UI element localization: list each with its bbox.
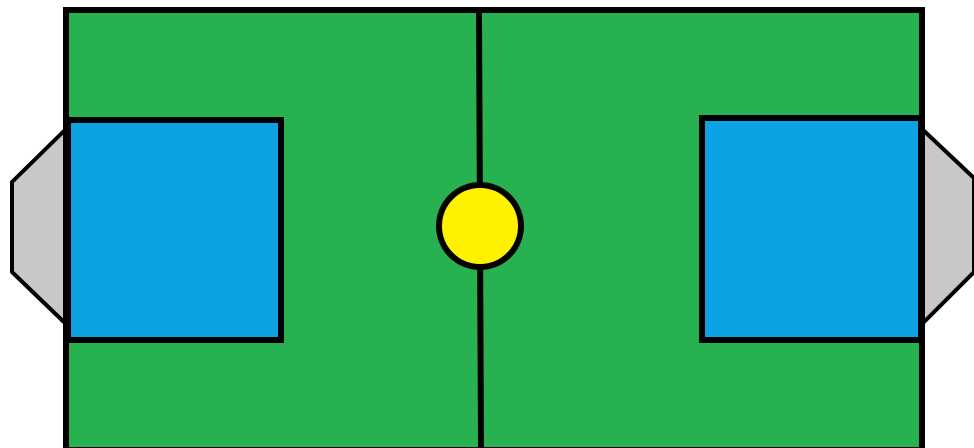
right-goal [922,129,974,324]
ball-icon[interactable] [439,185,521,267]
left-goal [12,129,66,324]
right-penalty-box [702,118,921,340]
left-penalty-box [68,120,281,340]
